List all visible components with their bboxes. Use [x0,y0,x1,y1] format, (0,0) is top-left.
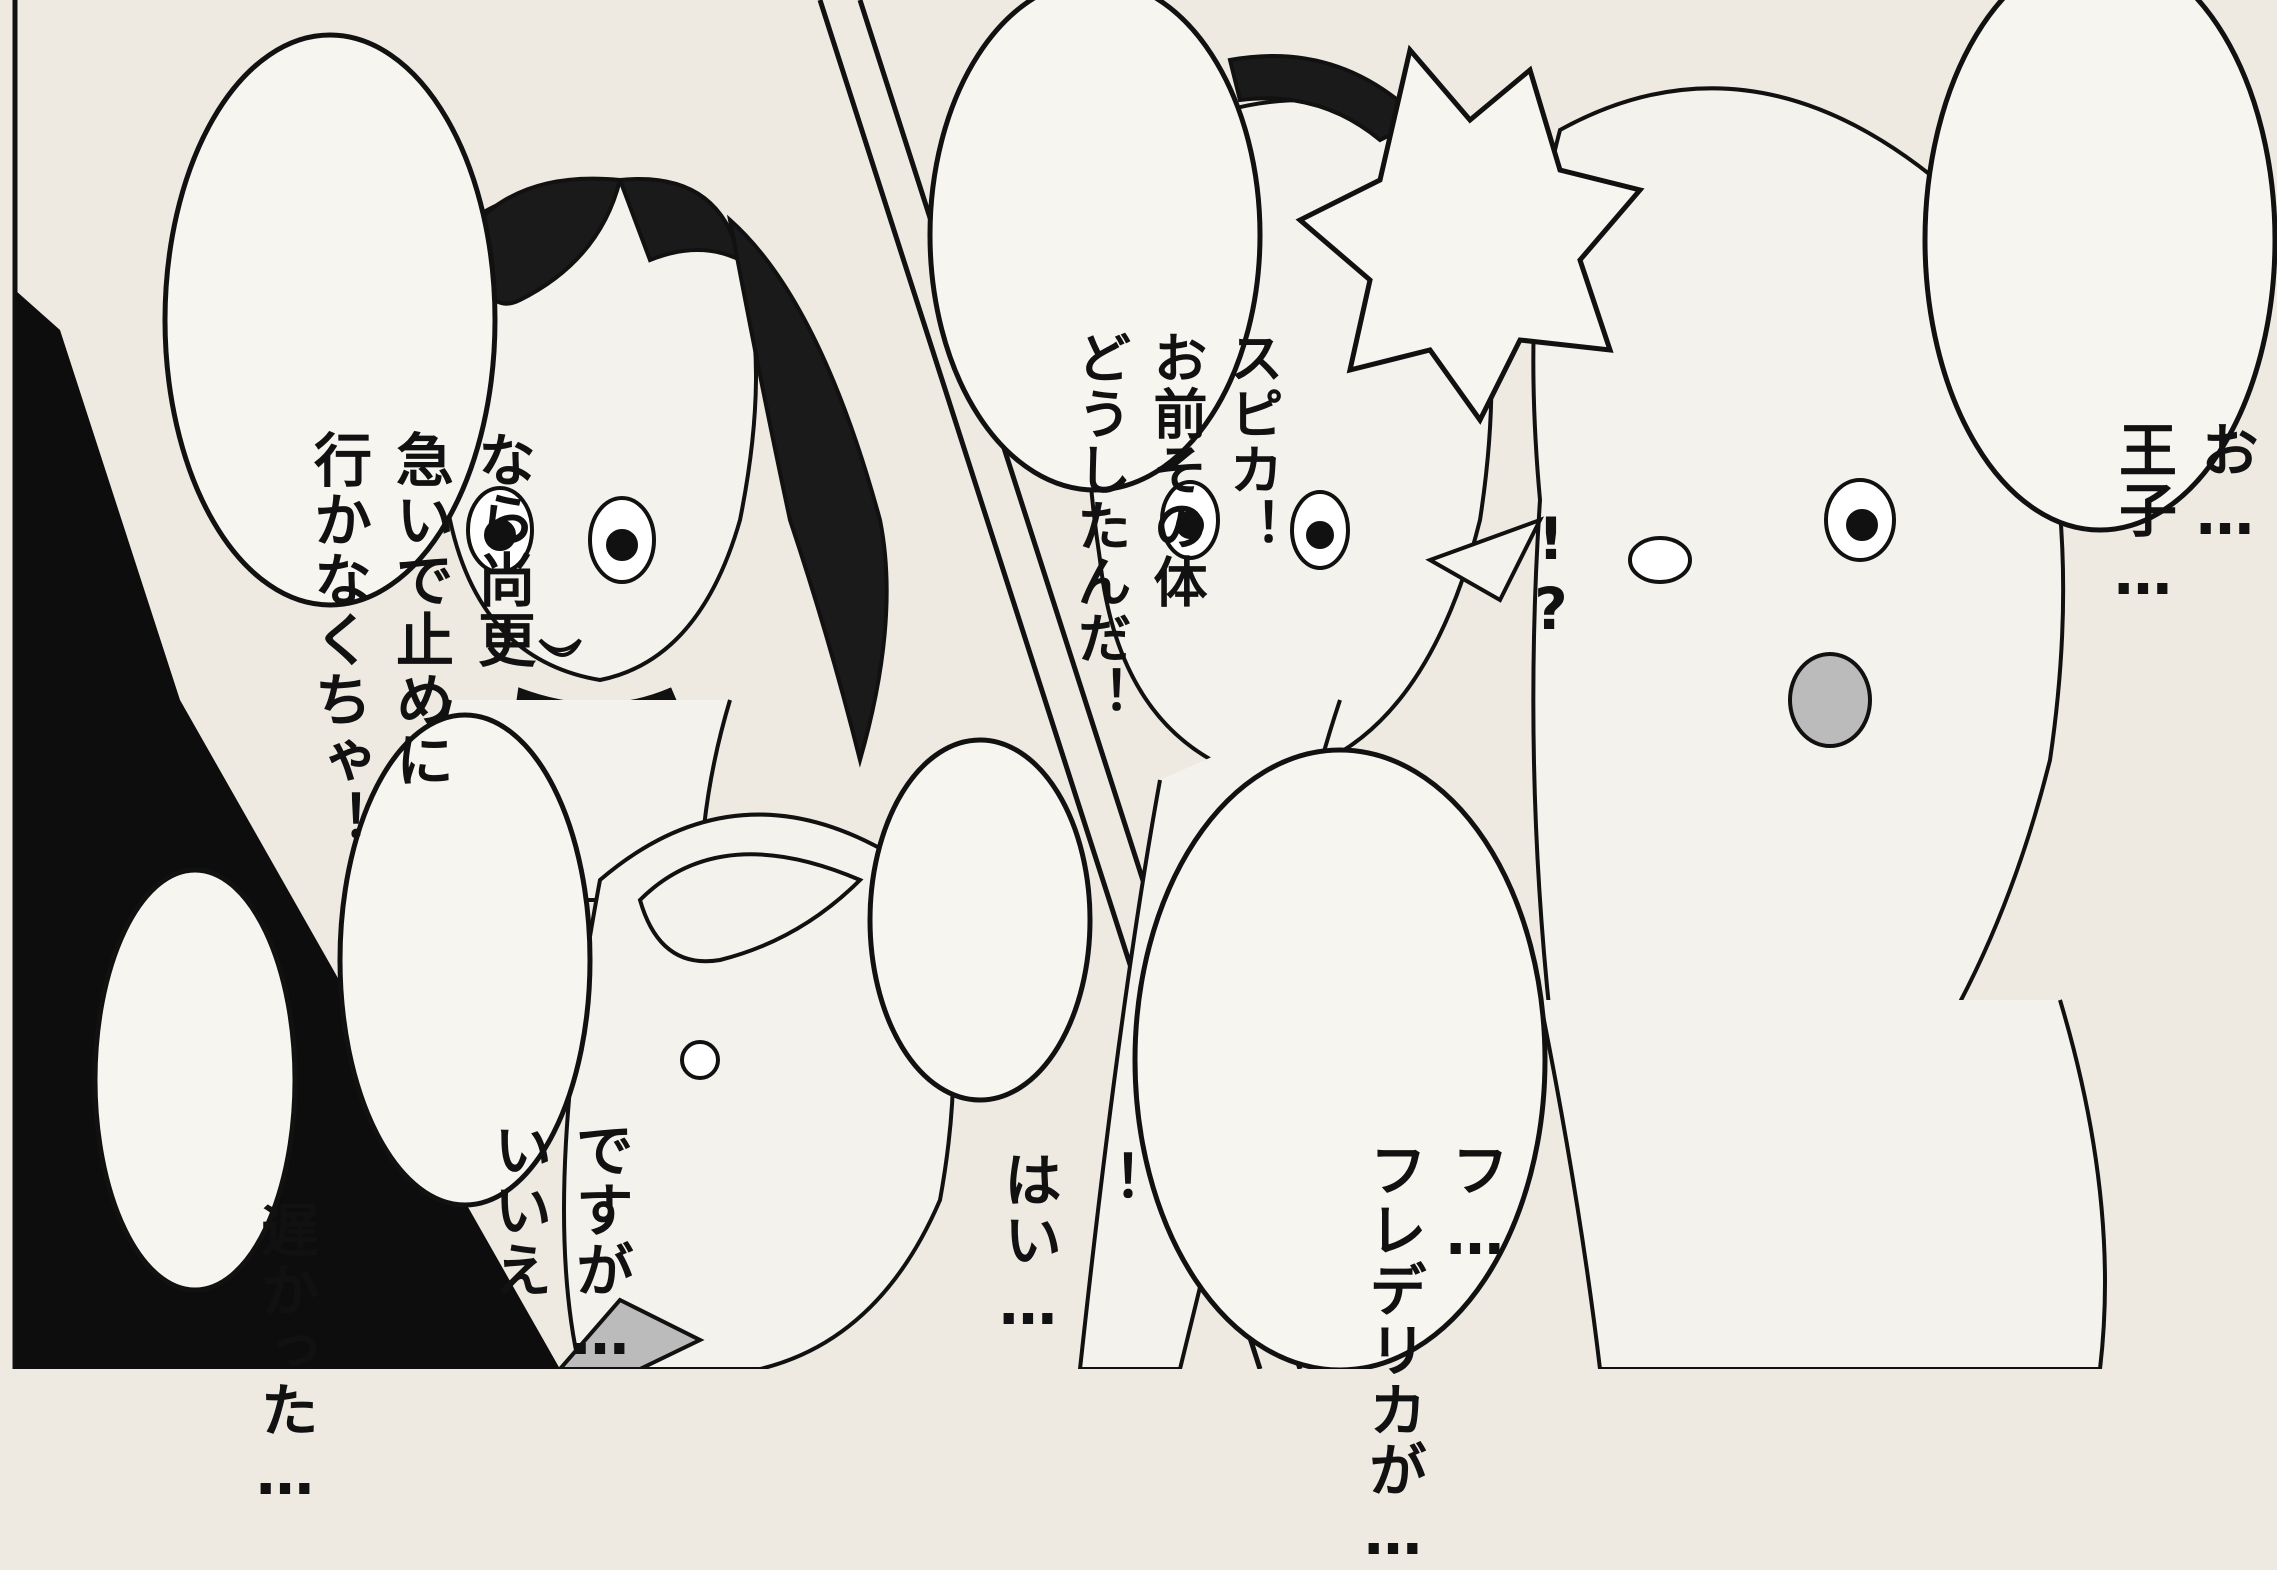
bubble-spica [927,0,1263,493]
text-frederica: フ… フレデリカが… [1270,860,1598,1570]
manga-page: なら尚更 急いで止めに 行かなくちゃ！ 遅かった… ですが… いいえ ！ はい…… [12,0,2277,1570]
bubble-naranaosara [162,32,498,608]
bubble-frederica [1132,747,1548,1369]
bubble-hai [867,737,1093,1103]
bubble-osokatta [92,867,298,1293]
text-osokatta: 遅かった… [162,920,408,1510]
line: 行かなくちゃ！ [304,430,372,850]
bubble-desuga [337,712,593,1208]
line: フ… [1441,1140,1509,1270]
text-shock: !? [1428,225,1674,645]
bubble-ouji [1922,0,2277,533]
line: ですが… [566,1120,634,1370]
text-ouji: お… 王子… [2020,140,2277,610]
line: フレデリカが… [1359,1140,1427,1570]
line: スピカ！ [1220,330,1283,554]
line: なら尚更 [468,430,536,670]
line: いいえ [484,1120,552,1300]
line: 遅かった… [251,1200,319,1510]
speech-bubbles [92,0,2277,1369]
line: お… [2191,420,2259,550]
text-spica: スピカ！ お前その体 どうしたんだ！ [985,70,1365,722]
text-naranaosara: なら尚更 急いで止めに 行かなくちゃ！ [215,150,625,850]
text-hai: ！ はい… [905,870,1233,1340]
bubble-shock [1295,44,1645,425]
manga-artwork [12,0,2277,1369]
line: 急いで止めに [386,430,454,790]
text-desuga: ですが… いいえ [395,840,723,1370]
line: はい… [994,1150,1062,1340]
girl-short-hair [557,812,956,1369]
elf-girl [1425,86,2107,1369]
line: お前その体 [1144,330,1207,610]
line: ！ [1076,1150,1144,1210]
line: 王子… [2109,420,2177,610]
line: !? [1517,505,1585,645]
line: どうしたんだ！ [1068,330,1131,722]
